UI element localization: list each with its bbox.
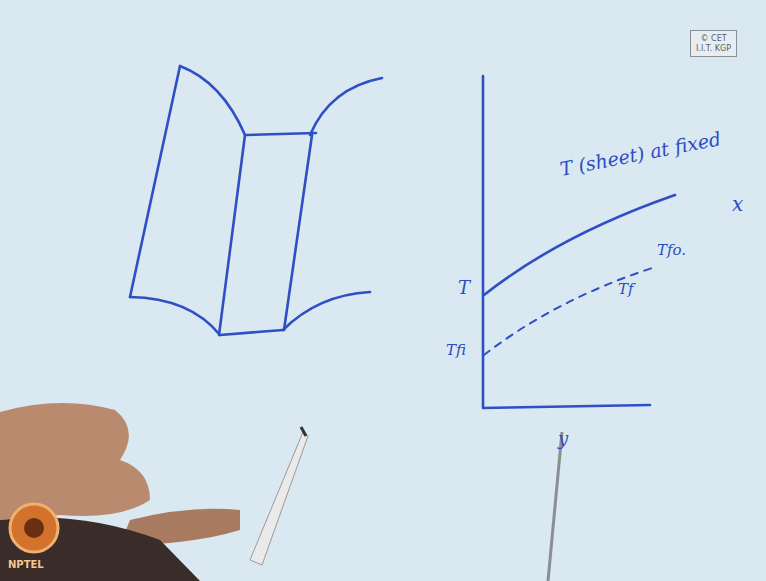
axis-label: Tfo. — [657, 243, 686, 258]
logo-caption: NPTEL — [8, 560, 44, 570]
axis-label: x — [732, 194, 743, 214]
sheet-temperature-curve — [484, 195, 675, 295]
sheet-edge — [130, 66, 180, 297]
sheet-edge — [245, 133, 316, 135]
axis-label: T — [458, 279, 470, 297]
logo-box: © CETI.I.T. KGP — [690, 30, 737, 57]
pen-shadow — [548, 432, 562, 581]
logo-text: © CET — [696, 34, 731, 44]
axis-label: y — [558, 430, 568, 448]
pen — [250, 432, 308, 565]
fluid-temperature-curve — [484, 268, 652, 355]
nptel-logo — [10, 504, 58, 552]
nptel-logo — [24, 518, 44, 538]
axis-label: Tfi — [446, 343, 466, 358]
sheet-edge — [220, 330, 283, 335]
sheet-edge — [310, 78, 382, 135]
pen-tip — [301, 427, 306, 436]
sheet-edge — [283, 292, 370, 330]
axis-label: Tf — [618, 282, 634, 297]
logo-text: I.I.T. KGP — [696, 44, 731, 54]
sheet-edge — [284, 135, 312, 330]
sheet-edge — [130, 297, 220, 335]
sheet-edge — [219, 135, 245, 335]
hand — [0, 403, 150, 520]
axis-label: T (sheet) at fixed — [558, 129, 722, 179]
sheet-edge — [180, 66, 245, 135]
